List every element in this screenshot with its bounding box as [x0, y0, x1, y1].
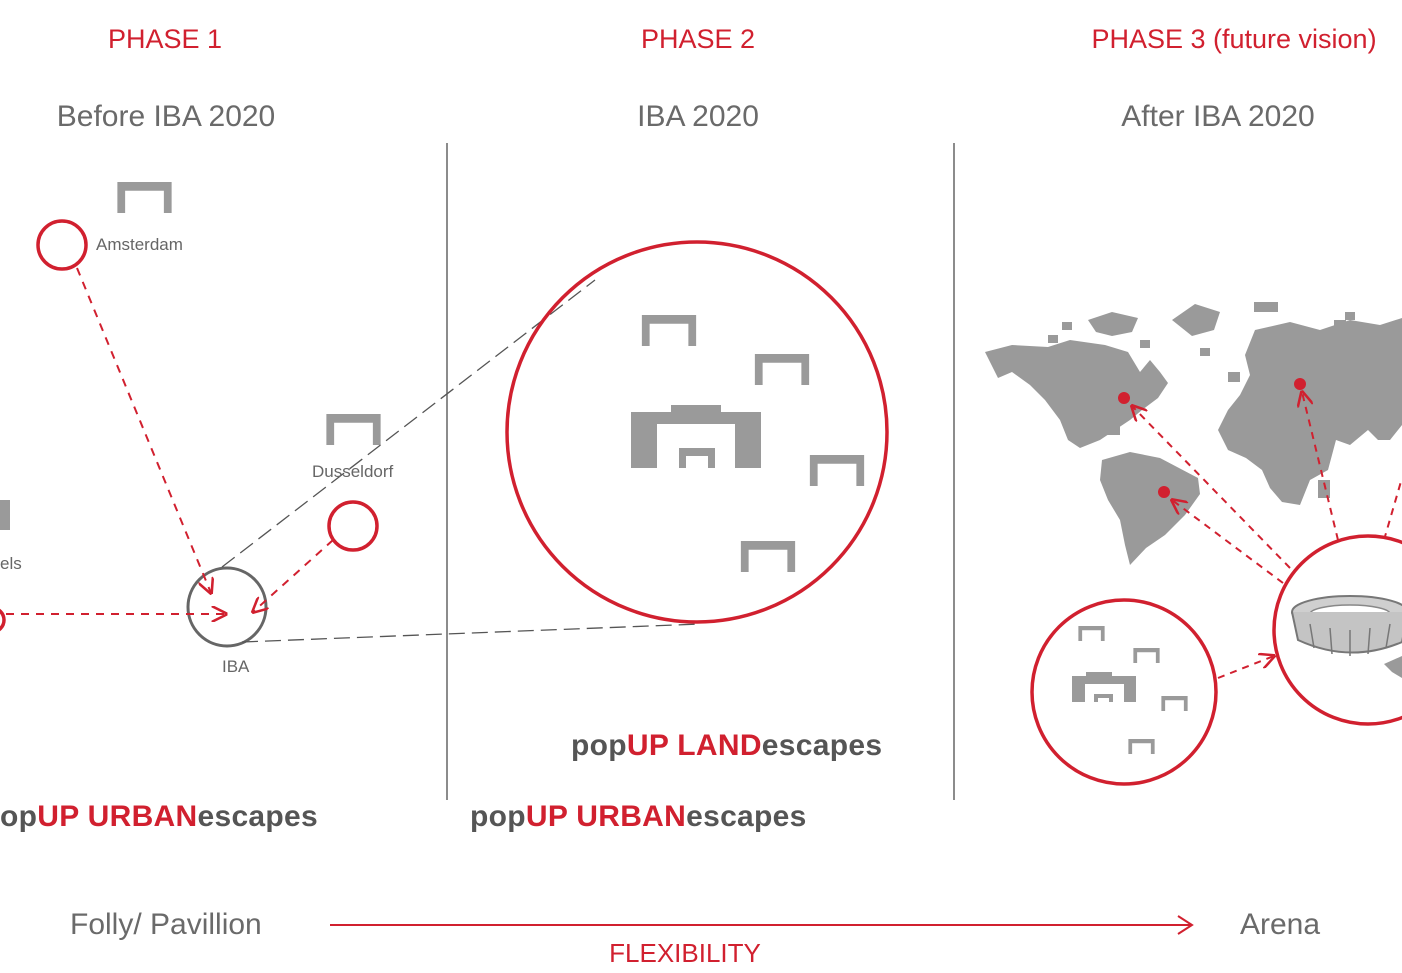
building-icon-dusseldorf [326, 414, 381, 445]
brand-red: UP URBAN [37, 800, 198, 833]
location-dot-south-america [1158, 486, 1170, 498]
building-icon [809, 455, 865, 486]
landscape-zoom-circle [505, 240, 889, 624]
amsterdam-node [36, 219, 88, 271]
large-building-icon [1072, 672, 1136, 702]
brand-pre: pop [571, 729, 627, 762]
building-icon [740, 541, 796, 572]
city-label-brussels: els [0, 554, 22, 573]
brand-red: UP URBAN [525, 800, 687, 833]
brand-post: escapes [686, 800, 807, 833]
popup-urbanescapes-phase2: popUP URBANescapes [470, 800, 807, 834]
route-arena-east [1383, 477, 1402, 541]
phase-1-subtitle: Before IBA 2020 [56, 100, 276, 133]
axis-right-label: Arena [1240, 908, 1321, 941]
brand-pre: op [0, 800, 38, 833]
iba-node [186, 566, 268, 648]
brand-post: escapes [197, 800, 319, 833]
phase-3-subtitle: After IBA 2020 [1121, 100, 1315, 133]
world-map-icon [985, 302, 1402, 565]
phase-2-subtitle: IBA 2020 [637, 100, 759, 133]
phase-1-label: PHASE 1 [107, 24, 223, 54]
route-dusseldorf-iba [253, 539, 334, 612]
dusseldorf-node [327, 500, 379, 552]
phase-2-label: PHASE 2 [640, 24, 756, 54]
flexibility-label: FLEXIBILITY [609, 938, 761, 968]
city-label-iba: IBA [222, 657, 250, 676]
route-pavilions-arena [1217, 656, 1274, 679]
building-icon-brussels-partial [0, 500, 10, 530]
axis-left-label: Folly/ Pavillion [70, 908, 262, 941]
zoom-line-top [221, 279, 596, 568]
popup-landescapes-phase2: popUP LANDescapes [571, 729, 882, 763]
popup-urbanescapes-phase1: opUP URBANescapes [0, 800, 318, 834]
zoom-line-bottom [241, 623, 701, 643]
stadium-icon [1291, 595, 1402, 678]
large-building-icon [631, 405, 761, 468]
brand-pre: pop [470, 800, 526, 833]
route-amsterdam-iba [76, 267, 211, 593]
brand-red: UP LAND [626, 729, 762, 762]
phase-3-label: PHASE 3 (future vision) [1091, 24, 1377, 54]
building-icon [754, 354, 810, 385]
flexibility-arrowhead [1177, 915, 1194, 935]
brand-post: escapes [761, 729, 883, 762]
location-dot-asia [1294, 378, 1306, 390]
building-icon-amsterdam [117, 182, 172, 213]
route-arena-north-america [1132, 406, 1291, 569]
brussels-node [0, 608, 6, 632]
location-dot-north-america [1118, 392, 1130, 404]
city-label-amsterdam: Amsterdam [96, 235, 183, 254]
building-icon [641, 315, 697, 346]
city-label-dusseldorf: Dusseldorf [312, 462, 394, 481]
route-arena-south-america [1172, 500, 1284, 584]
